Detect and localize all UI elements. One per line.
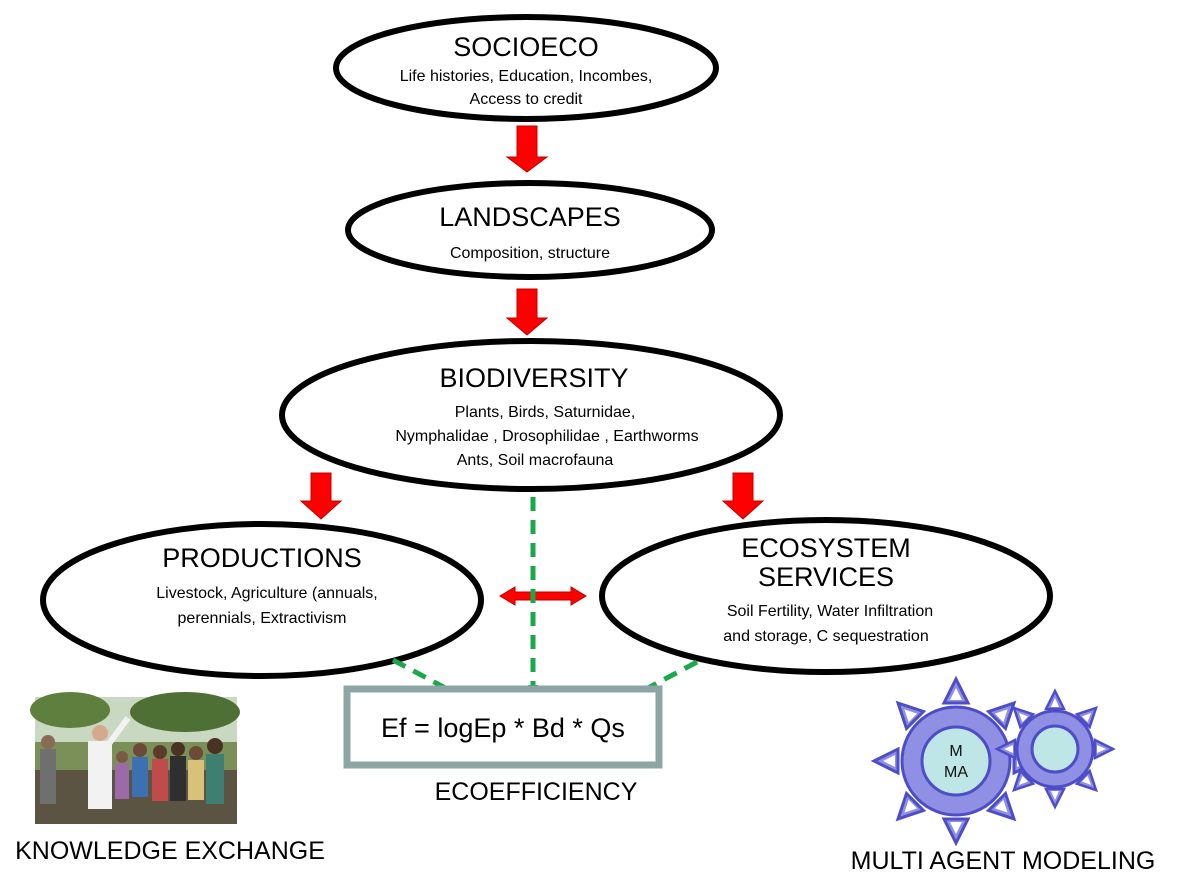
landscapes-line-1: Composition, structure: [450, 245, 610, 262]
ecosystem-services-title-1: ECOSYSTEM: [741, 533, 911, 563]
red-arrow-biodiversity-ecosystem-services: [721, 472, 765, 520]
productions-line-1: Livestock, Agriculture (annuals,: [156, 585, 377, 602]
socioeco-line-2: Access to credit: [470, 91, 583, 108]
biodiversity-title: BIODIVERSITY: [439, 363, 628, 393]
multi-agent-gear-icon: M MA: [872, 677, 1115, 845]
landscapes-node: LANDSCAPES Composition, structure: [345, 180, 715, 280]
red-arrow-biodiversity-productions: [299, 472, 343, 520]
formula-text: Ef = logEp * Bd * Qs: [381, 713, 625, 743]
ecosystem-services-line-2: and storage, C sequestration: [723, 628, 928, 645]
biodiversity-node: BIODIVERSITY Plants, Birds, Saturnidae, …: [279, 338, 783, 492]
productions-node: PRODUCTIONS Livestock, Agriculture (annu…: [40, 521, 484, 679]
biodiversity-line-2: Nymphalidae , Drosophilidae , Earthworms: [395, 428, 698, 445]
productions-line-2: perennials, Extractivism: [178, 610, 347, 627]
socioeco-node: SOCIOECO Life histories, Education, Inco…: [333, 14, 719, 122]
formula-box: Ef = logEp * Bd * Qs: [343, 685, 663, 769]
red-arrow-landscapes-biodiversity: [505, 288, 549, 336]
ecosystem-services-title-2: SERVICES: [758, 562, 894, 592]
knowledge-exchange-photo: [30, 692, 240, 824]
ecosystem-services-node: ECOSYSTEM SERVICES Soil Fertility, Water…: [599, 517, 1053, 675]
multi-agent-modeling-caption: MULTI AGENT MODELING: [851, 847, 1156, 875]
mma-label-line-1: M: [949, 743, 962, 760]
green-dashed-arrow-productions-formula: [391, 657, 469, 701]
socioeco-line-1: Life histories, Education, Incombes,: [400, 68, 653, 85]
ecoefficiency-caption: ECOEFFICIENCY: [435, 778, 638, 806]
landscapes-title: LANDSCAPES: [439, 202, 621, 232]
red-double-arrow-productions-services: [499, 586, 587, 606]
productions-title: PRODUCTIONS: [162, 543, 362, 573]
biodiversity-line-3: Ants, Soil macrofauna: [457, 452, 614, 469]
mma-label-line-2: MA: [944, 764, 968, 781]
knowledge-exchange-caption: KNOWLEDGE EXCHANGE: [15, 837, 325, 865]
red-arrow-socioeco-landscapes: [505, 125, 549, 173]
biodiversity-line-1: Plants, Birds, Saturnidae,: [455, 404, 636, 421]
ecosystem-services-line-1: Soil Fertility, Water Infiltration: [727, 603, 933, 620]
socioeco-title: SOCIOECO: [453, 32, 599, 62]
